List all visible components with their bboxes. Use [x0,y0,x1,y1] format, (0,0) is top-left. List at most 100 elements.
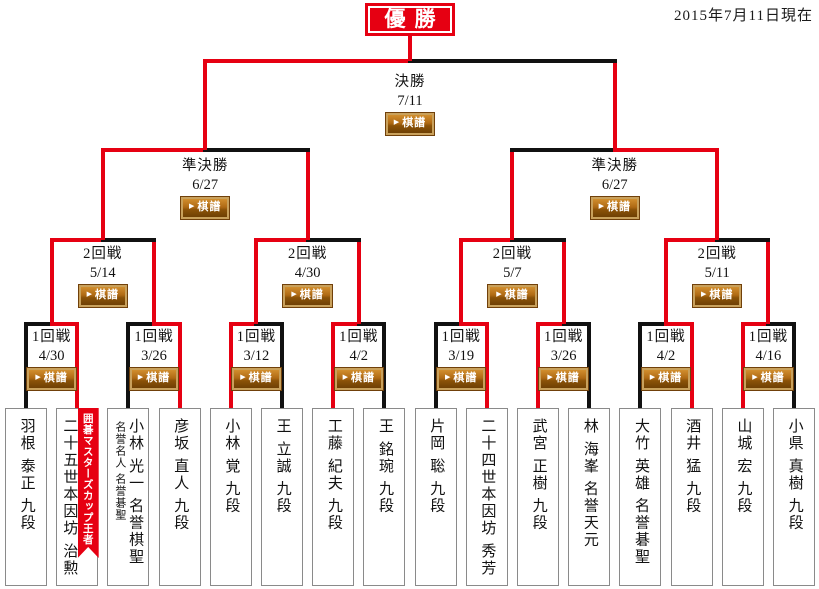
match-date: 3/26 [141,347,167,364]
champion-label: 優勝 [384,7,445,31]
bracket-line [587,324,592,409]
bracket-line [433,324,438,409]
match-date: 5/11 [704,264,730,281]
match-date: 5/7 [503,264,522,281]
bracket-line [254,322,284,326]
kifu-button[interactable]: ▶棋譜 [232,368,281,391]
winner-path-line [536,322,566,326]
winner-path-line [152,322,182,326]
match-date: 5/14 [89,264,116,281]
player-name: 山城 宏 九段 [734,409,751,585]
winner-path-line [612,61,617,150]
kifu-button[interactable]: ▶棋譜 [283,285,332,308]
player-box-13: 大竹 英雄 名誉碁聖 [619,408,662,586]
player-name: 林 海峯 名誉天元 [581,409,598,585]
kifu-button[interactable]: ▶棋譜 [27,368,76,391]
winner-path-line [536,324,540,409]
kifu-button[interactable]: ▶棋譜 [641,368,691,391]
player-name: 王 立誠 九段 [273,409,291,585]
kifu-button[interactable]: ▶棋譜 [129,368,179,391]
round-label: 2回戦 [492,246,533,262]
kifu-button[interactable]: ▶棋譜 [436,368,486,391]
winner-path-line [459,238,515,242]
bracket-line [561,322,592,326]
match-semifinal-2: 準決勝 6/27 ▶棋譜 [573,158,657,220]
kifu-button[interactable]: ▶棋譜 [488,285,537,308]
kifu-button[interactable]: ▶棋譜 [744,368,793,391]
play-icon: ▶ [86,291,93,299]
play-icon: ▶ [188,203,196,211]
player-name-column: 彦坂 直人 九段 [172,418,189,532]
bracket-line [766,322,796,326]
kifu-button[interactable]: ▶棋譜 [385,113,435,136]
bracket-line [382,324,387,409]
winner-path-line [561,240,566,324]
kifu-button[interactable]: ▶棋譜 [590,197,639,220]
player-name-column: 林 海峯 名誉天元 [581,418,598,549]
kifu-button[interactable]: ▶棋譜 [692,285,742,308]
kifu-label: 棋譜 [658,372,683,385]
play-icon: ▶ [342,374,349,382]
kifu-button[interactable]: ▶棋譜 [78,285,127,308]
kifu-label: 棋譜 [606,201,631,214]
kifu-button[interactable]: ▶棋譜 [180,197,230,220]
winner-path-line [49,322,80,326]
winner-path-line [177,324,182,409]
match-date: 6/27 [601,176,628,193]
bracket-line [126,322,156,326]
kifu-label: 棋譜 [709,289,734,302]
play-icon: ▶ [444,374,452,382]
kifu-label: 棋譜 [350,372,375,385]
bracket-line [356,322,387,326]
round-label: 準決勝 [591,158,639,174]
match-date: 4/30 [294,264,321,281]
player-name-column: 片岡 聡 九段 [428,418,445,515]
winner-path-line [100,148,208,152]
kifu-button[interactable]: ▶棋譜 [334,368,383,391]
round-label: 1回戦 [339,329,379,345]
winner-path-line [228,324,233,409]
bracket-line [24,322,54,326]
round-label: 1回戦 [236,329,277,345]
winner-path-line [254,240,259,324]
kifu-button[interactable]: ▶棋譜 [539,368,588,391]
round-label: 1回戦 [441,329,481,345]
player-name: 小林 光一 名誉棋聖名誉名人 名誉碁聖 [114,409,143,585]
kifu-label: 棋譜 [555,372,580,385]
winner-path-line [228,322,259,326]
winner-path-line [356,240,361,324]
player-title-column: 名誉名人 名誉碁聖 [113,421,126,521]
match-date: 6/27 [192,176,219,193]
bracket-line [305,238,361,242]
player-box-10: 二十四世本因坊 秀芳 [465,408,508,586]
bracket-line [638,322,668,326]
player-box-12: 林 海峯 名誉天元 [568,408,611,586]
player-name: 羽根 泰正 九段 [17,409,35,585]
winner-path-line [484,324,489,409]
kifu-label: 棋譜 [197,201,222,214]
player-name-column: 羽根 泰正 九段 [18,418,35,532]
winner-path-line [664,238,720,242]
play-icon: ▶ [547,374,554,382]
player-name-column: 工藤 紀夫 九段 [325,418,342,532]
winner-path-line [408,36,412,61]
player-name-column: 武宮 正樹 九段 [530,418,547,532]
winner-path-line [254,238,310,242]
player-name: 小県 真樹 九段 [785,409,803,585]
winner-path-line [740,322,771,326]
player-name: 二十四世本因坊 秀芳 [478,409,495,585]
winner-path-line [203,61,208,150]
player-box-9: 片岡 聡 九段 [414,408,457,586]
bracket-line [24,324,28,409]
match-date: 4/30 [38,347,65,364]
player-name-column: 酒井 猛 九段 [684,418,701,515]
